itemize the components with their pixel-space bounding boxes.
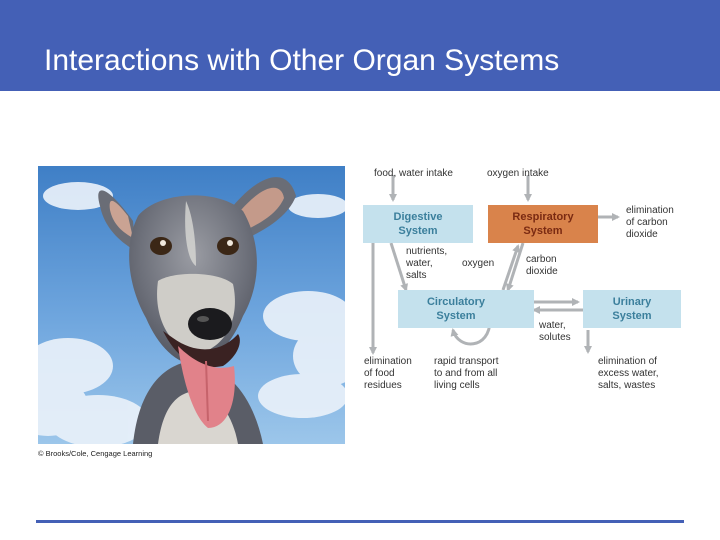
urinary-label-1: Urinary: [613, 296, 652, 308]
arrow-oxygen: [506, 242, 525, 292]
elim-co2-line-1: elimination: [626, 205, 674, 216]
carbon-dioxide-line-2: dioxide: [526, 266, 558, 277]
oxygen-intake-label: oxygen intake: [487, 168, 549, 179]
arrow-nutrients: [389, 242, 408, 292]
greyhound-image: [38, 166, 345, 444]
digestive-label-1: Digestive: [394, 211, 443, 223]
rapid-transport-line-2: to and from all: [434, 368, 497, 379]
elim-food-line-2: of food: [364, 368, 395, 379]
rapid-transport-line-1: rapid transport: [434, 356, 499, 367]
organ-systems-diagram: Digestive System Respiratory System Circ…: [358, 160, 688, 460]
circulatory-system-box: [398, 290, 534, 328]
rapid-transport-line-3: living cells: [434, 380, 480, 391]
water-solutes-line-2: solutes: [539, 332, 571, 343]
elim-co2-line-2: of carbon: [626, 217, 668, 228]
respiratory-label-1: Respiratory: [512, 211, 574, 223]
bottom-rule: [36, 520, 684, 523]
digestive-label-2: System: [398, 225, 437, 237]
image-credit: © Brooks/Cole, Cengage Learning: [38, 449, 153, 458]
title-bar: Interactions with Other Organ Systems: [0, 0, 720, 91]
slide-title: Interactions with Other Organ Systems: [44, 44, 560, 77]
nutrients-line-2: water,: [405, 258, 433, 269]
flow-arrows: [369, 175, 620, 355]
elim-excess-line-2: excess water,: [598, 368, 659, 379]
nutrients-line-1: nutrients,: [406, 246, 447, 257]
water-solutes-line-1: water,: [538, 320, 566, 331]
arrow-co2: [501, 244, 520, 291]
digestive-system-box: [363, 205, 473, 243]
elim-excess-line-1: elimination of: [598, 356, 657, 367]
urinary-system-box: [583, 290, 681, 328]
urinary-label-2: System: [612, 310, 651, 322]
greyhound-photo: [38, 166, 345, 444]
carbon-dioxide-line-1: carbon: [526, 254, 557, 265]
respiratory-system-box: [488, 205, 598, 243]
circulatory-label-2: System: [436, 310, 475, 322]
arrow-rapid-transport-loop: [450, 319, 492, 346]
oxygen-label: oxygen: [462, 258, 494, 269]
food-water-intake-label: food, water intake: [374, 168, 453, 179]
elim-excess-line-3: salts, wastes: [598, 380, 655, 391]
elim-food-line-3: residues: [364, 380, 402, 391]
circulatory-label-1: Circulatory: [427, 296, 486, 308]
elim-co2-line-3: dioxide: [626, 229, 658, 240]
nutrients-line-3: salts: [406, 270, 427, 281]
respiratory-label-2: System: [523, 225, 562, 237]
elim-food-line-1: elimination: [364, 356, 412, 367]
